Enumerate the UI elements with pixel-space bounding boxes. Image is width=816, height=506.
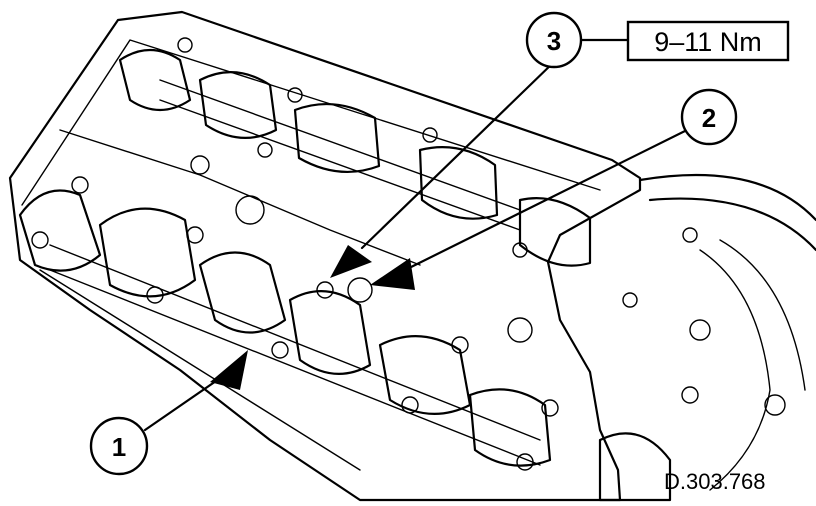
callout-1-label: 1 xyxy=(112,432,126,462)
leader-2 xyxy=(393,128,689,277)
callout-2-label: 2 xyxy=(702,103,716,133)
timing-housing xyxy=(598,174,816,502)
arrowhead-1 xyxy=(210,350,248,390)
callout-3: 3 xyxy=(525,11,583,69)
cylinder-head-outline xyxy=(8,10,642,502)
callout-3-label: 3 xyxy=(547,26,561,56)
torque-spec-box: 9–11 Nm xyxy=(626,20,790,62)
arrowhead-2 xyxy=(370,258,415,290)
leader-3 xyxy=(360,58,558,250)
arrowhead-3 xyxy=(330,245,372,278)
leader-lines xyxy=(143,38,689,432)
upper-bearing-row xyxy=(118,37,698,343)
torque-spec-label: 9–11 Nm xyxy=(654,27,762,57)
callout-2: 2 xyxy=(680,88,738,146)
lower-camshaft xyxy=(18,176,559,471)
drawing-reference: D.303.768 xyxy=(664,469,766,494)
callout-1: 1 xyxy=(89,416,149,476)
